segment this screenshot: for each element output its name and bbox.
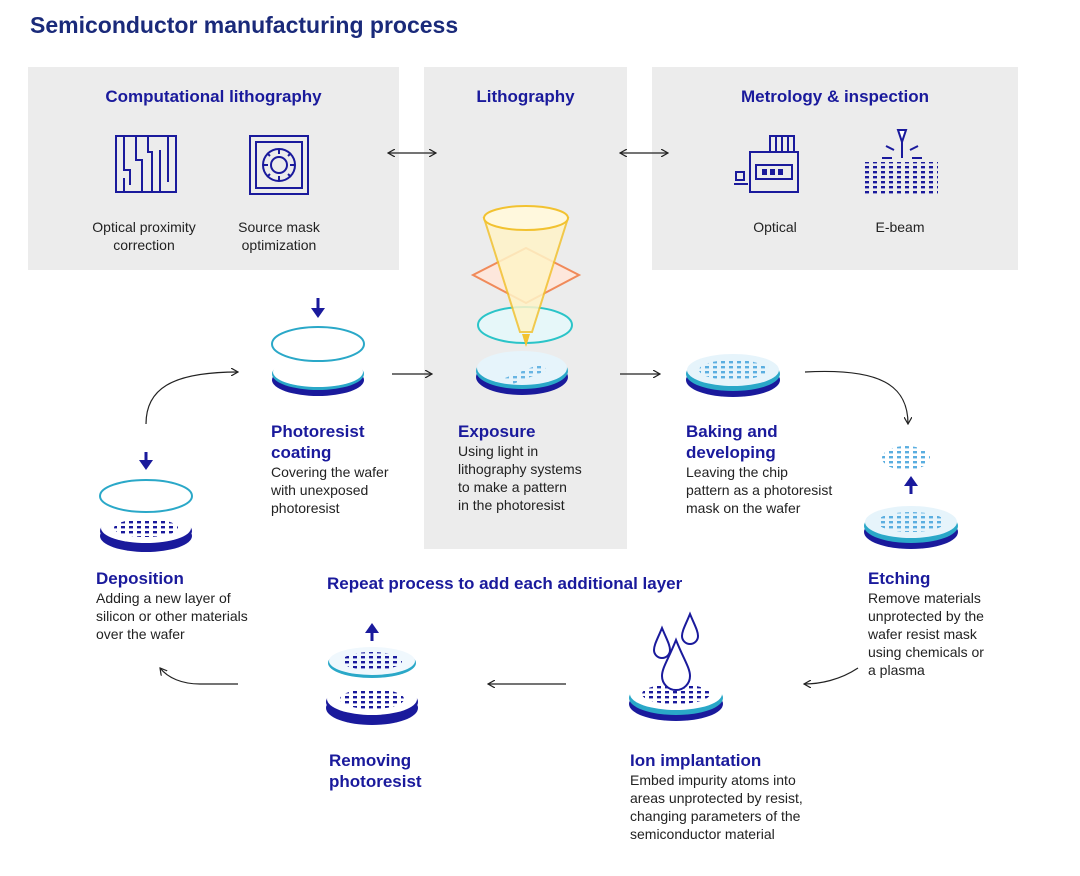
- deposition-desc-1: Adding a new layer of: [96, 590, 231, 606]
- optical-caption: Optical: [753, 219, 797, 235]
- computational-lithography-panel: [28, 67, 399, 270]
- etching-illustration: [864, 446, 958, 549]
- source-mask-icon: [249, 135, 309, 195]
- photoresist-coating-illustration: [271, 298, 365, 396]
- metrology-title: Metrology & inspection: [741, 87, 929, 106]
- baking-desc-2: pattern as a photoresist: [686, 482, 833, 498]
- photoresist-coating-desc-2: with unexposed: [271, 482, 369, 498]
- ion-implantation-illustration: [629, 611, 723, 721]
- ebeam-caption: E-beam: [875, 219, 925, 235]
- ion-implantation-desc-1: Embed impurity atoms into: [630, 772, 796, 788]
- deposition-desc-3: over the wafer: [96, 626, 185, 642]
- photoresist-coating-desc-3: photoresist: [271, 500, 340, 516]
- smo-caption-line2: optimization: [241, 237, 317, 253]
- ion-implantation-desc-2: areas unprotected by resist,: [630, 790, 803, 806]
- step-photoresist-coating: Photoresist coating Covering the wafer w…: [271, 421, 389, 517]
- ion-implantation-title: Ion implantation: [630, 751, 762, 770]
- etching-desc-2: unprotected by the: [868, 608, 984, 624]
- opc-caption-line2: correction: [113, 237, 175, 253]
- baking-desc-1: Leaving the chip: [686, 464, 788, 480]
- exposure-desc-1: Using light in: [458, 443, 539, 459]
- step-exposure: Exposure Using light in lithography syst…: [458, 421, 582, 514]
- etching-desc-4: using chemicals or: [868, 644, 984, 660]
- etching-desc-5: a plasma: [868, 662, 925, 678]
- step-ion-implantation: Ion implantation Embed impurity atoms in…: [630, 750, 803, 843]
- photoresist-coating-desc-1: Covering the wafer: [271, 464, 389, 480]
- metrology-panel: [652, 67, 1018, 270]
- exposure-desc-4: in the photoresist: [458, 497, 565, 513]
- ebeam-inspection-icon: [864, 129, 938, 194]
- lithography-title: Lithography: [476, 87, 575, 106]
- ion-implantation-desc-4: semiconductor material: [630, 826, 775, 842]
- removing-photoresist-illustration: [326, 623, 418, 725]
- exposure-illustration: [470, 205, 582, 395]
- baking-title-line2: developing: [686, 443, 776, 462]
- arrow-baking-to-etching: [804, 370, 908, 424]
- step-etching: Etching Remove materials unprotected by …: [868, 568, 984, 679]
- step-baking: Baking and developing Leaving the chip p…: [686, 421, 832, 517]
- arrow-deposition-to-coating: [145, 372, 238, 425]
- etching-desc-1: Remove materials: [868, 590, 981, 606]
- opc-caption-line1: Optical proximity: [92, 219, 196, 235]
- deposition-desc-2: silicon or other materials: [96, 608, 248, 624]
- removing-title-line1: Removing: [329, 751, 412, 770]
- page-title: Semiconductor manufacturing process: [30, 12, 459, 38]
- deposition-illustration: [99, 452, 193, 552]
- step-removing-photoresist: Removing photoresist: [329, 750, 422, 792]
- computational-lithography-title: Computational lithography: [105, 87, 322, 106]
- repeat-process-label: Repeat process to add each additional la…: [327, 574, 683, 593]
- smo-caption: Source mask optimization: [214, 218, 344, 254]
- flow-arrows: [145, 370, 908, 685]
- opc-pattern-icon: [115, 135, 177, 193]
- photoresist-coating-title-line1: Photoresist: [271, 422, 365, 441]
- opc-caption: Optical proximity correction: [74, 218, 214, 254]
- arrow-removing-to-deposition: [160, 668, 238, 685]
- exposure-title: Exposure: [458, 422, 536, 441]
- exposure-desc-2: lithography systems: [458, 461, 582, 477]
- removing-title-line2: photoresist: [329, 772, 422, 791]
- photoresist-coating-title-line2: coating: [271, 443, 332, 462]
- arrow-etching-to-ion: [804, 667, 859, 684]
- optical-inspection-icon: [734, 135, 799, 193]
- step-deposition: Deposition Adding a new layer of silicon…: [96, 568, 248, 643]
- etching-title: Etching: [868, 569, 931, 588]
- baking-title-line1: Baking and: [686, 422, 778, 441]
- smo-caption-line1: Source mask: [238, 219, 320, 235]
- baking-wafer-illustration: [686, 354, 780, 397]
- deposition-title: Deposition: [96, 569, 184, 588]
- etching-desc-3: wafer resist mask: [868, 626, 977, 642]
- baking-desc-3: mask on the wafer: [686, 500, 801, 516]
- ion-implantation-desc-3: changing parameters of the: [630, 808, 801, 824]
- exposure-desc-3: to make a pattern: [458, 479, 567, 495]
